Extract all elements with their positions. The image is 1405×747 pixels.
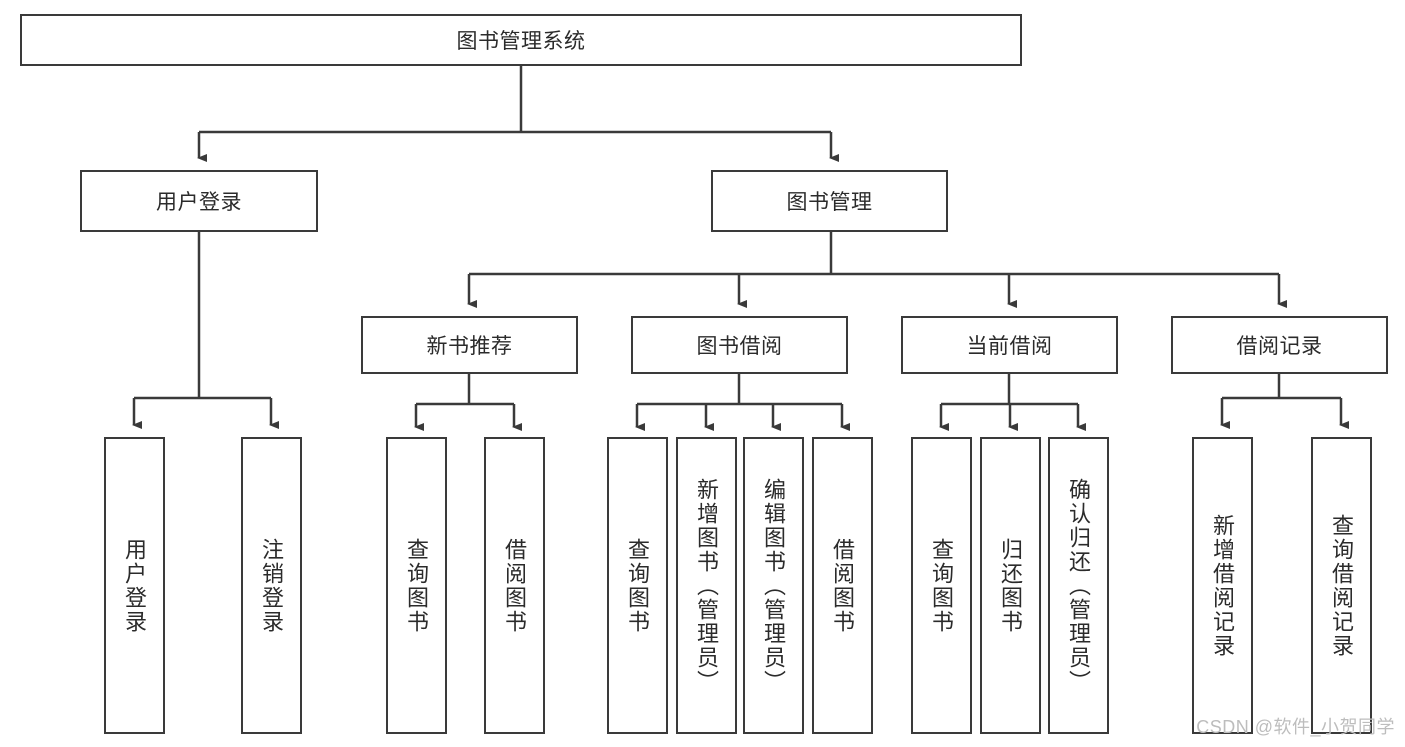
node-leaf-borrow-book-1-label: 借阅图书 <box>502 537 528 634</box>
node-leaf-add-book[interactable]: 新增图书（管理员） <box>676 437 737 734</box>
node-book-borrow-label: 图书借阅 <box>696 335 783 358</box>
node-new-book-rec-label: 新书推荐 <box>426 335 513 358</box>
node-root[interactable]: 图书管理系统 <box>20 14 1022 66</box>
node-leaf-user-logout-label: 注销登录 <box>259 537 285 634</box>
node-current-borrow[interactable]: 当前借阅 <box>901 316 1118 374</box>
node-leaf-query-record[interactable]: 查询借阅记录 <box>1311 437 1372 734</box>
node-user-login-label: 用户登录 <box>156 191 242 214</box>
node-leaf-query-book-1-label: 查询图书 <box>404 537 430 634</box>
node-leaf-edit-book-label: 编辑图书（管理员） <box>761 477 787 694</box>
node-leaf-borrow-book-2-label: 借阅图书 <box>830 537 856 634</box>
node-leaf-add-record-label: 新增借阅记录 <box>1210 513 1236 658</box>
node-leaf-user-logout[interactable]: 注销登录 <box>241 437 302 734</box>
node-book-borrow[interactable]: 图书借阅 <box>631 316 848 374</box>
node-borrow-record-label: 借阅记录 <box>1236 335 1323 358</box>
node-leaf-edit-book[interactable]: 编辑图书（管理员） <box>743 437 804 734</box>
node-leaf-query-book-2[interactable]: 查询图书 <box>607 437 668 734</box>
node-leaf-return-book[interactable]: 归还图书 <box>980 437 1041 734</box>
node-leaf-return-book-label: 归还图书 <box>998 537 1024 634</box>
node-user-login[interactable]: 用户登录 <box>80 170 318 232</box>
node-book-manage-label: 图书管理 <box>786 191 873 214</box>
node-leaf-add-record[interactable]: 新增借阅记录 <box>1192 437 1253 734</box>
node-book-manage[interactable]: 图书管理 <box>711 170 948 232</box>
node-new-book-rec[interactable]: 新书推荐 <box>361 316 578 374</box>
node-root-label: 图书管理系统 <box>456 30 586 53</box>
node-borrow-record[interactable]: 借阅记录 <box>1171 316 1388 374</box>
node-current-borrow-label: 当前借阅 <box>966 335 1053 358</box>
node-leaf-query-book-2-label: 查询图书 <box>625 537 651 634</box>
node-leaf-user-login-label: 用户登录 <box>122 537 148 634</box>
node-leaf-query-book-3[interactable]: 查询图书 <box>911 437 972 734</box>
node-leaf-borrow-book-1[interactable]: 借阅图书 <box>484 437 545 734</box>
node-leaf-confirm-return[interactable]: 确认归还（管理员） <box>1048 437 1109 734</box>
node-leaf-add-book-label: 新增图书（管理员） <box>694 477 720 694</box>
node-leaf-confirm-return-label: 确认归还（管理员） <box>1066 477 1092 694</box>
watermark-text: CSDN @软件_小贺同学 <box>1196 717 1395 737</box>
node-leaf-user-login[interactable]: 用户登录 <box>104 437 165 734</box>
node-leaf-borrow-book-2[interactable]: 借阅图书 <box>812 437 873 734</box>
node-leaf-query-record-label: 查询借阅记录 <box>1329 513 1355 658</box>
node-leaf-query-book-3-label: 查询图书 <box>929 537 955 634</box>
node-leaf-query-book-1[interactable]: 查询图书 <box>386 437 447 734</box>
